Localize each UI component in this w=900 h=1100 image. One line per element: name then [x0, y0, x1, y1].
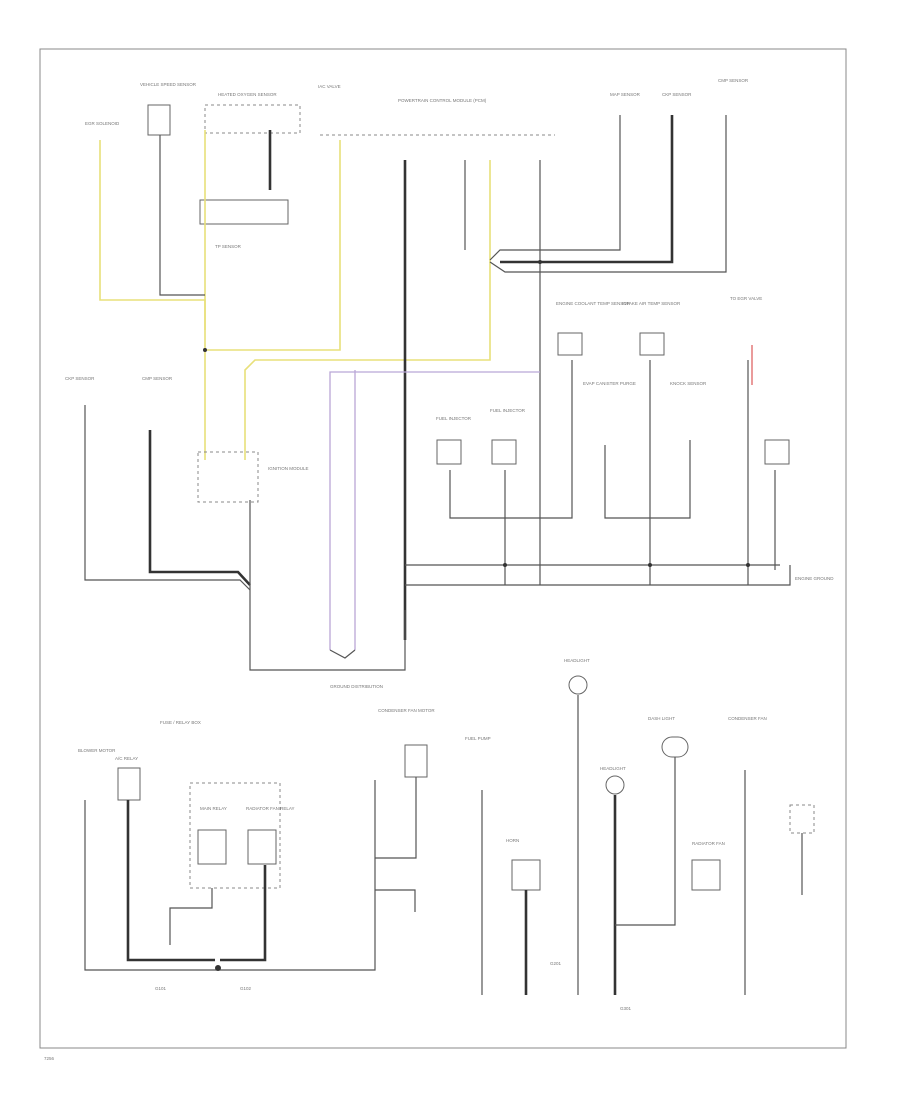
headlight-right	[605, 775, 625, 795]
mid-label-5: KNOCK SENSOR	[670, 381, 707, 386]
horn-component	[511, 859, 541, 891]
wire-cmp	[148, 430, 251, 586]
diagram-frame	[39, 48, 847, 1049]
wire-evap	[604, 440, 691, 519]
bottom-label-6: FUEL PUMP	[465, 736, 491, 741]
wire-top-5	[489, 115, 727, 273]
dash-light	[661, 736, 689, 758]
wire-ac-ground	[126, 800, 215, 962]
wire-violet-2	[329, 371, 540, 650]
splice-pack	[199, 199, 289, 225]
wire-yellow-4	[205, 140, 341, 351]
fuel-injector-2	[491, 439, 517, 465]
wire-top-1	[159, 135, 205, 296]
mid-label-1: INTAKE AIR TEMP SENSOR	[622, 301, 681, 306]
splice-label-0: GROUND DISTRIBUTION	[330, 684, 383, 689]
bus-node-3	[746, 563, 750, 567]
knock-sensor	[764, 439, 790, 465]
ground-point-g101	[215, 965, 221, 971]
top-label-1: HEATED OXYGEN SENSOR	[218, 92, 277, 97]
bottom-label-5: CONDENSER FAN MOTOR	[378, 708, 435, 713]
wire-injector-1	[449, 360, 573, 519]
top-label-0: VEHICLE SPEED SENSOR	[140, 82, 197, 87]
mid-label-7: IGNITION MODULE	[268, 466, 309, 471]
wire-ckp	[84, 405, 251, 591]
pcm-label: POWERTRAIN CONTROL MODULE (PCM)	[398, 98, 487, 103]
bottom-label-7: HORN	[506, 838, 519, 843]
wire-yellow-3	[244, 160, 491, 460]
wire-main-relay	[169, 888, 213, 945]
bottom-label-9: HEADLIGHT	[600, 766, 626, 771]
splice-node-2	[538, 260, 542, 264]
bottom-label-12: CONDENSER FAN	[728, 716, 767, 721]
main-relay	[197, 829, 227, 865]
left-label-1: CMP SENSOR	[142, 376, 173, 381]
ground-label-0: G101	[155, 986, 167, 991]
ground-label-3: G301	[620, 1006, 632, 1011]
wire-cond-fan	[375, 777, 417, 859]
mid-label-0: ENGINE COOLANT TEMP SENSOR	[556, 301, 631, 306]
vss-component	[147, 104, 171, 136]
top-section: POWERTRAIN CONTROL MODULE (PCM) VEHICLE …	[85, 78, 749, 650]
bottom-section: BLOWER MOTOR A/C RELAY FUSE / RELAY BOX …	[78, 658, 815, 1011]
bottom-label-4: RADIATOR FAN RELAY	[246, 806, 295, 811]
ho2s-connector	[204, 104, 301, 134]
headlight-left	[568, 675, 588, 695]
bottom-label-1: A/C RELAY	[115, 756, 138, 761]
bottom-label-3: MAIN RELAY	[200, 806, 227, 811]
ground-bus-bottom	[84, 780, 376, 971]
radiator-fan-motor	[789, 804, 815, 834]
fuel-injector-1	[436, 439, 462, 465]
bottom-label-10: DASH LIGHT	[648, 716, 675, 721]
radiator-fan	[691, 859, 721, 891]
wire-top-3	[489, 115, 621, 261]
wire-yellow-1	[99, 140, 206, 330]
mid-label-6: TO EGR VALVE	[730, 296, 762, 301]
wire-ignition-ground	[249, 500, 406, 671]
ground-bus-2	[405, 565, 791, 586]
wire-top-4	[500, 115, 674, 264]
bottom-label-11: RADIATOR FAN	[692, 841, 725, 846]
ignition-module	[197, 451, 259, 503]
ground-label-1: G102	[240, 986, 252, 991]
condenser-fan-motor	[404, 744, 428, 778]
wire-cond-ground	[375, 889, 416, 912]
top-label-2: EGR SOLENOID	[85, 121, 120, 126]
top-label-5: CKP SENSOR	[662, 92, 692, 97]
mid-label-2: FUEL INJECTOR	[436, 416, 472, 421]
footer-code: 7256	[44, 1056, 55, 1061]
radiator-fan-relay	[247, 829, 277, 865]
top-label-7: TP SENSOR	[215, 244, 242, 249]
bus-node-1	[503, 563, 507, 567]
mid-label-4: EVAP CANISTER PURGE	[583, 381, 636, 386]
bus-node-2	[648, 563, 652, 567]
ect-sensor	[557, 332, 583, 356]
top-label-6: CMP SENSOR	[718, 78, 749, 83]
splice-label-1: ENGINE GROUND	[795, 576, 834, 581]
ground-label-2: G201	[550, 961, 562, 966]
splice-node-1	[203, 348, 207, 352]
top-label-3: IAC VALVE	[318, 84, 341, 89]
middle-section: CKP SENSOR CMP SENSOR IGNITION MODULE GR…	[65, 296, 834, 689]
left-label-0: CKP SENSOR	[65, 376, 95, 381]
wire-join	[329, 649, 356, 659]
bottom-label-8: HEADLIGHT	[564, 658, 590, 663]
bottom-label-2: FUSE / RELAY BOX	[160, 720, 201, 725]
bottom-label-0: BLOWER MOTOR	[78, 748, 116, 753]
wire-dash-light	[615, 757, 676, 926]
top-label-4: MAP SENSOR	[610, 92, 641, 97]
mid-label-3: FUEL INJECTOR	[490, 408, 526, 413]
ac-relay-component	[117, 767, 141, 801]
fuse-relay-box	[189, 782, 281, 889]
iat-sensor	[639, 332, 665, 356]
wire-fan-relay	[220, 865, 267, 962]
